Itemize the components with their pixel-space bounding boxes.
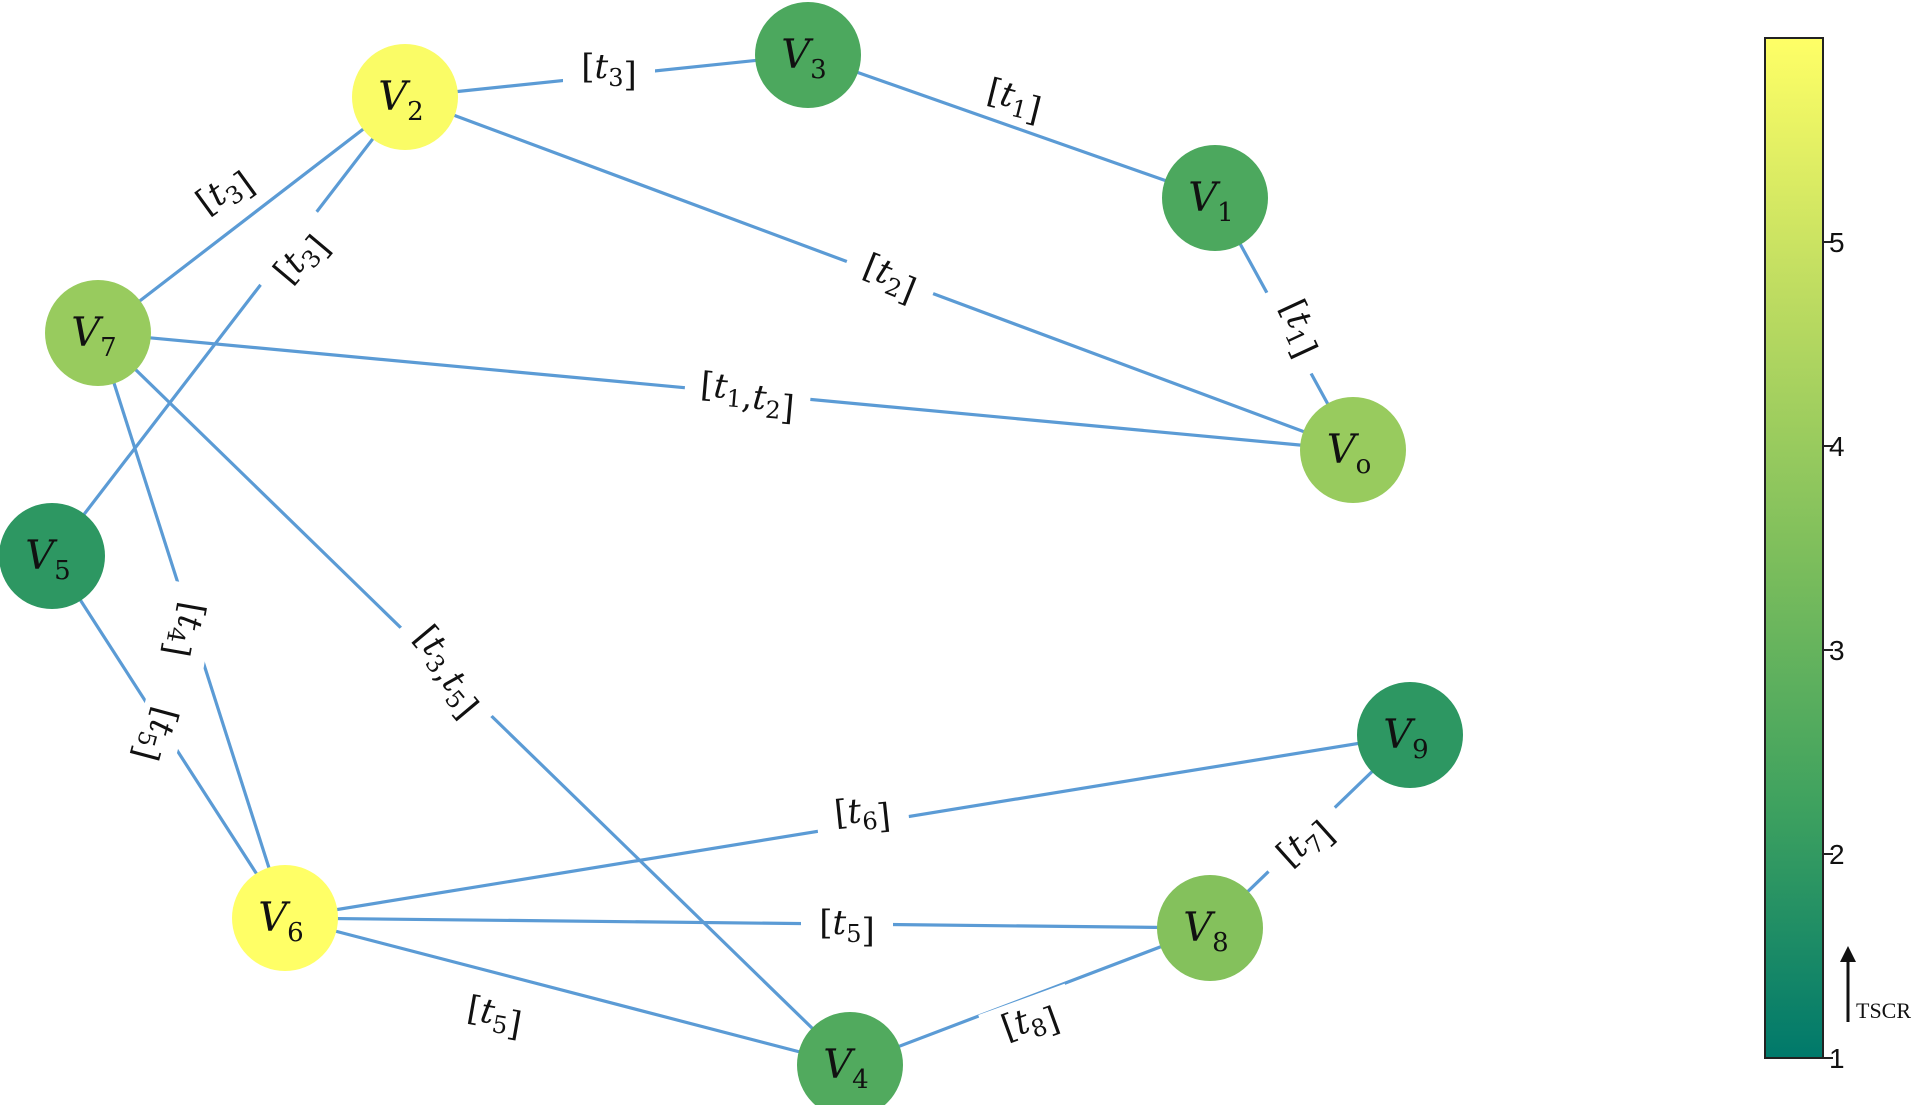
colorbar-ticks: 1 2 3 4 5 — [1823, 227, 1845, 1074]
edge-label: [t1,t2] — [683, 361, 813, 429]
node-label: V3 — [781, 32, 826, 85]
node-circle — [232, 865, 338, 971]
colorbar-tick-label: 5 — [1829, 227, 1845, 258]
edge-label: [t8] — [978, 983, 1080, 1057]
colorbar-arrowhead-icon — [1840, 946, 1856, 962]
node-label: V9 — [1383, 712, 1428, 765]
node-v2: V2 — [352, 44, 458, 150]
colorbar-tick-label: 3 — [1829, 635, 1845, 666]
edge-label-background — [840, 237, 942, 313]
node-label: V2 — [378, 74, 423, 127]
node-v5: V5 — [0, 503, 105, 609]
colorbar-gradient — [1764, 37, 1824, 1059]
node-circle — [797, 1012, 903, 1105]
node-label: V7 — [71, 310, 116, 363]
node-vo: Vo — [1300, 397, 1406, 503]
edge-label-background — [1254, 793, 1352, 889]
edge-label: [t1] — [1262, 276, 1342, 378]
edge-v6-v8 — [284, 916, 1211, 930]
edge-label: [t7] — [1254, 793, 1352, 889]
node-circle — [1162, 145, 1268, 251]
node-v3: V3 — [755, 2, 861, 108]
edge-label-background — [172, 145, 274, 235]
edge-v3-v1 — [807, 53, 1216, 200]
edge-label-background — [563, 45, 655, 89]
colorbar-tick-label: 4 — [1829, 431, 1845, 462]
node-v6: V6 — [232, 865, 338, 971]
edge-label: [t5] — [445, 983, 545, 1045]
edge-label: [t6] — [813, 784, 911, 842]
edge-label-text: [t3] — [581, 47, 636, 95]
node-label: V5 — [25, 533, 70, 586]
edge-label: [t5] — [125, 684, 193, 786]
node-v8: V8 — [1157, 875, 1263, 981]
node-circle — [0, 503, 105, 609]
edge-label-background — [158, 580, 218, 680]
edge-v5-v2 — [50, 96, 407, 557]
edge-label: [t4] — [156, 580, 218, 680]
node-label: V4 — [823, 1042, 868, 1095]
edge-label: [t3] — [252, 207, 346, 307]
edge-label-text: [t6] — [832, 788, 892, 842]
node-circle — [352, 44, 458, 150]
edge-label-text: [t5] — [819, 903, 874, 951]
node-circle — [1300, 397, 1406, 503]
edge-label-background — [252, 207, 346, 307]
edge-label: [t2] — [840, 237, 942, 313]
edge-label-background — [445, 983, 545, 1043]
edge-label: [t3,t5] — [394, 604, 510, 730]
node-v9: V9 — [1357, 682, 1463, 788]
edge-label-background — [801, 901, 893, 945]
edge-v7-v2 — [97, 95, 406, 335]
edge-label-background — [394, 604, 510, 730]
node-circle — [1157, 875, 1263, 981]
colorbar-caption: TSCR — [1856, 998, 1911, 1023]
colorbar-tick-label: 2 — [1829, 839, 1845, 870]
node-label: V1 — [1188, 175, 1233, 228]
edge-v6-v4 — [284, 916, 851, 1067]
edge-label-text: [t3,t5] — [394, 618, 498, 727]
edge-label-background — [683, 361, 813, 417]
node-v4: V4 — [797, 1012, 903, 1105]
colorbar: 1 2 3 4 5 TSCR — [1764, 37, 1911, 1074]
edge-label: [t5] — [801, 901, 893, 951]
node-circle — [45, 280, 151, 386]
node-circle — [1357, 682, 1463, 788]
edge-label: [t3] — [563, 45, 655, 95]
edge-label-background — [1262, 276, 1342, 378]
node-circle — [755, 2, 861, 108]
node-label: V6 — [258, 895, 303, 948]
edge-label-background — [965, 64, 1065, 130]
node-v7: V7 — [45, 280, 151, 386]
colorbar-tick-label: 1 — [1829, 1043, 1845, 1074]
edge-label-background — [978, 983, 1080, 1057]
node-label: V8 — [1183, 905, 1228, 958]
node-v1: V1 — [1162, 145, 1268, 251]
edge-label: [t3] — [172, 145, 274, 235]
edge-label: [t1] — [965, 64, 1065, 131]
edge-label-text: [t1,t2] — [697, 365, 797, 429]
edge-label-background — [125, 684, 193, 786]
edge-label-background — [813, 784, 911, 838]
edge-labels-layer: [t3][t1][t1][t2][t3][t3][t1,t2][t4][t5][… — [125, 45, 1352, 1057]
node-label: Vo — [1327, 427, 1372, 480]
